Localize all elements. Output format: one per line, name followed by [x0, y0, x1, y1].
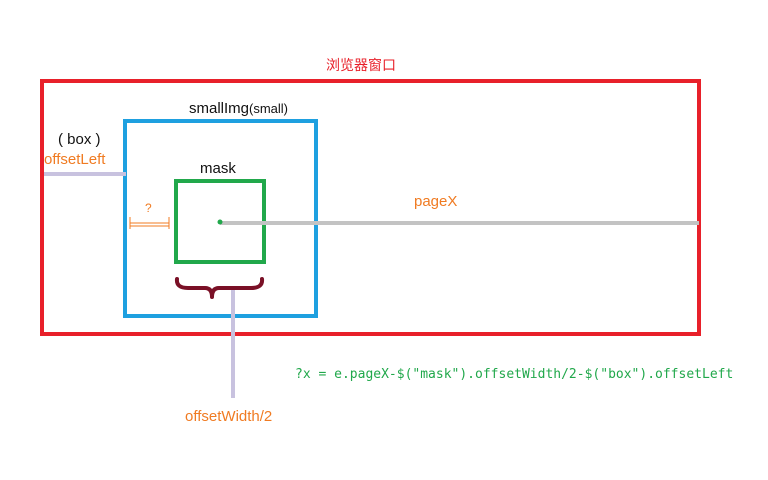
- formula-text: ?x = e.pageX-$("mask").offsetWidth/2-$("…: [295, 367, 734, 382]
- offset-left-label: offsetLeft: [44, 151, 106, 168]
- small-img-paren: (small): [249, 101, 289, 116]
- mask-label: mask: [200, 160, 236, 177]
- browser-window-label: 浏览器窗口: [326, 58, 396, 74]
- small-img-label: smallImg(small): [189, 101, 288, 116]
- box-label: ( box ): [58, 131, 101, 148]
- small-img-box: [123, 119, 318, 318]
- browser-window-frame: [40, 79, 701, 336]
- small-img-name: smallImg: [189, 100, 250, 117]
- mask-width-brace: [174, 277, 265, 299]
- mouse-point: [217, 219, 223, 225]
- offset-width-half-label: offsetWidth/2: [185, 408, 273, 425]
- question-distance-marker: [129, 217, 170, 229]
- pagex-label: pageX: [414, 193, 458, 210]
- question-label: ?: [145, 201, 152, 215]
